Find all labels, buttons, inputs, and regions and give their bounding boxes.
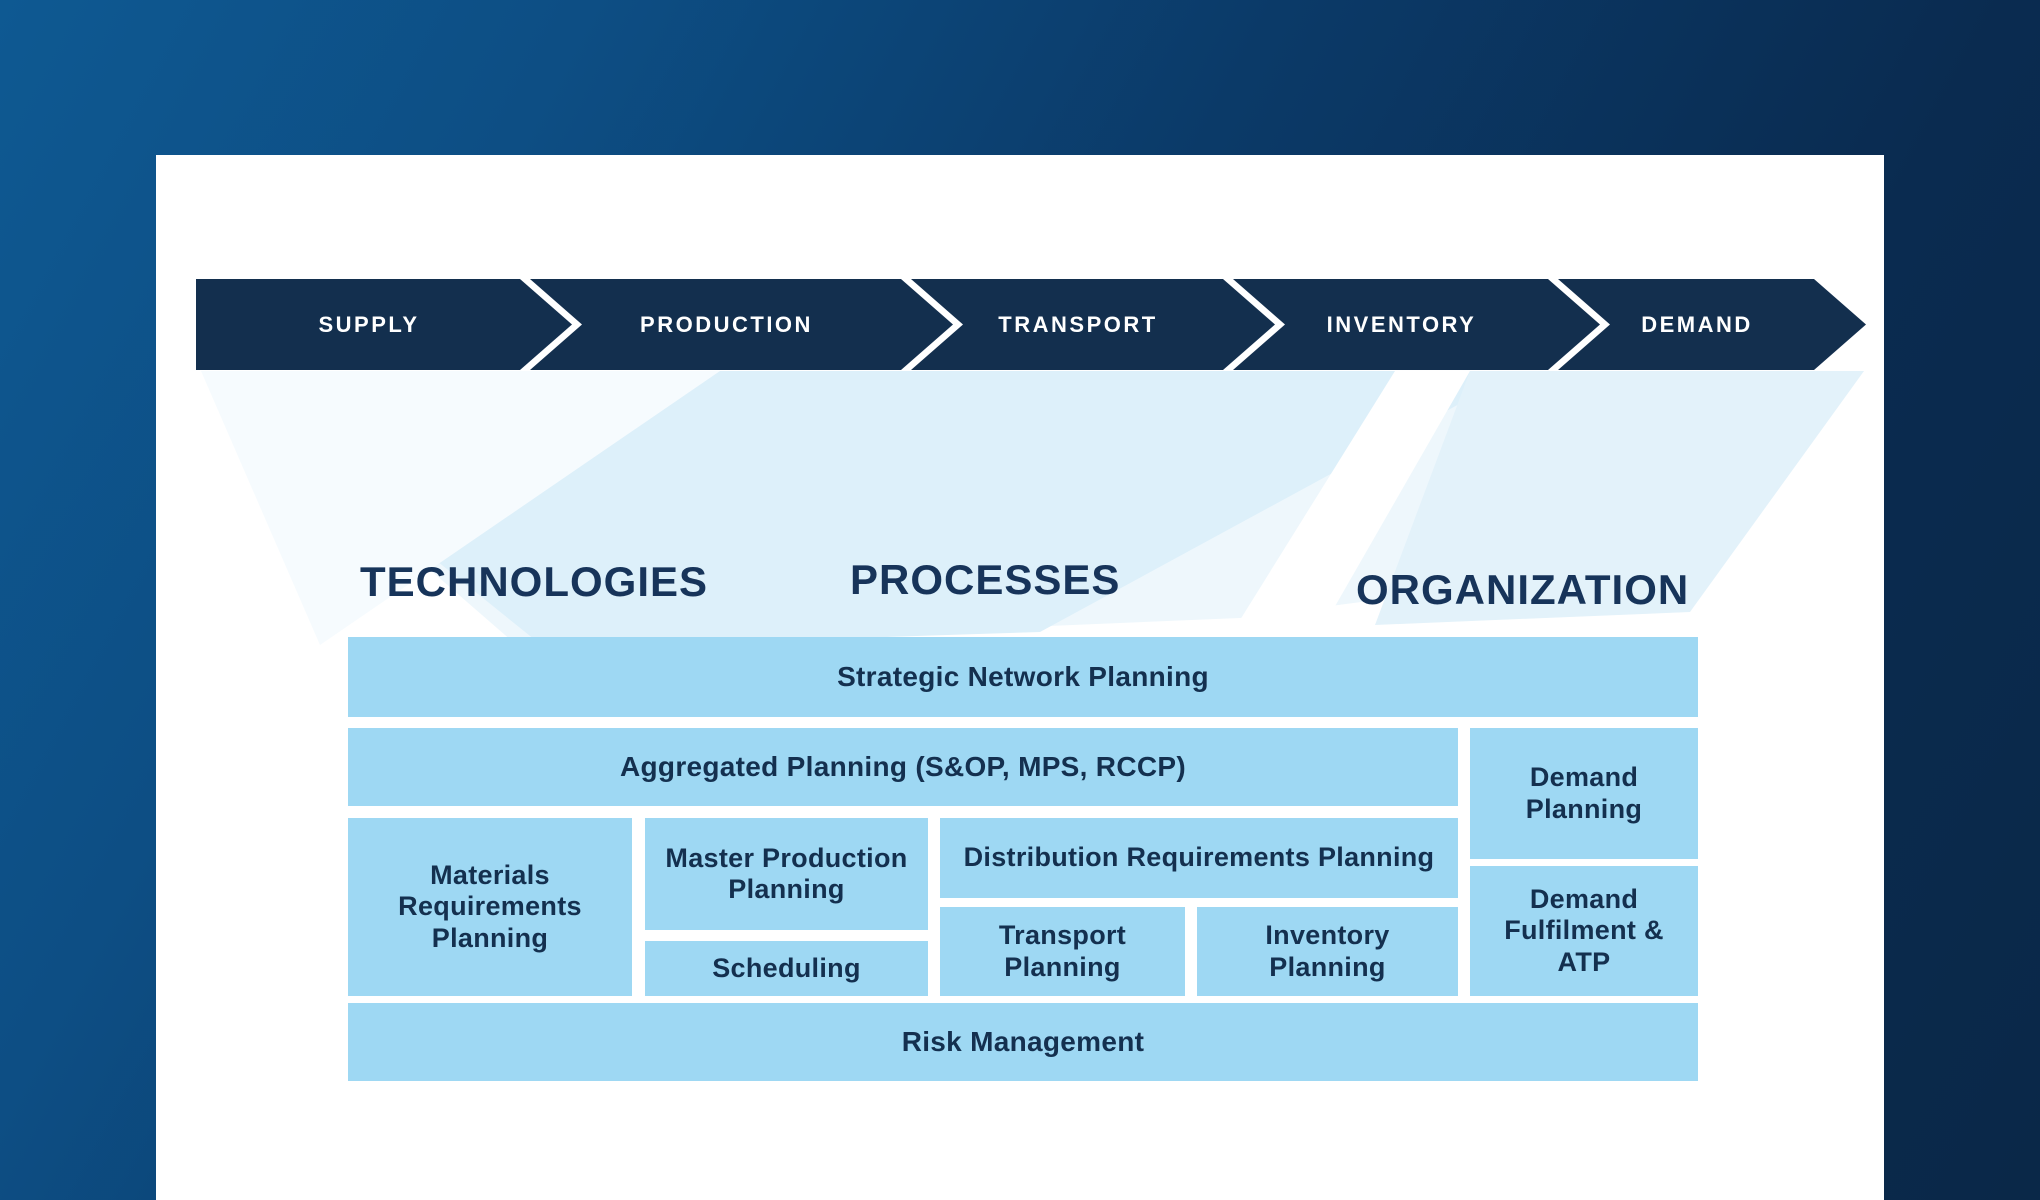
box-aggregated-planning: Aggregated Planning (S&OP, MPS, RCCP) — [348, 728, 1458, 806]
box-demand-planning: Demand Planning — [1470, 728, 1698, 859]
box-label: Master Production Planning — [665, 842, 908, 904]
stage-demand: DEMAND — [1558, 279, 1866, 370]
stage-label: DEMAND — [1641, 311, 1753, 337]
stage-label: TRANSPORT — [998, 311, 1158, 337]
box-label: Demand Fulfilment & ATP — [1504, 884, 1664, 977]
box-label: Demand Planning — [1525, 762, 1643, 824]
stage-label: PRODUCTION — [640, 311, 813, 337]
box-strategic-network-planning: Strategic Network Planning — [348, 637, 1698, 717]
box-label: Aggregated Planning (S&OP, MPS, RCCP) — [620, 750, 1186, 782]
pillar-processes: PROCESSES — [850, 556, 1121, 603]
box-label: Inventory Planning — [1265, 920, 1390, 982]
box-distribution-requirements-planning: Distribution Requirements Planning — [940, 818, 1458, 898]
planning-matrix: Strategic Network Planning Aggregated Pl… — [348, 637, 1698, 1081]
box-scheduling: Scheduling — [645, 941, 928, 996]
stage-production: PRODUCTION — [530, 279, 953, 370]
stage-transport: TRANSPORT — [911, 279, 1275, 370]
box-transport-planning: Transport Planning — [940, 907, 1185, 996]
box-label: Strategic Network Planning — [837, 660, 1209, 692]
pillar-organization: ORGANIZATION — [1356, 566, 1690, 613]
stage-label: INVENTORY — [1326, 311, 1477, 337]
stage-inventory: INVENTORY — [1233, 279, 1600, 370]
stage-supply: SUPPLY — [196, 279, 572, 370]
box-materials-requirements-planning: Materials Requirements Planning — [348, 818, 632, 996]
box-label: Transport Planning — [998, 920, 1127, 982]
box-inventory-planning: Inventory Planning — [1197, 907, 1458, 996]
box-risk-management: Risk Management — [348, 1003, 1698, 1081]
box-label: Distribution Requirements Planning — [963, 842, 1435, 873]
box-label: Risk Management — [901, 1025, 1145, 1057]
box-demand-fulfilment-atp: Demand Fulfilment & ATP — [1470, 866, 1698, 996]
box-label: Materials Requirements Planning — [398, 860, 582, 953]
box-label: Scheduling — [712, 952, 861, 983]
pillar-technologies: TECHNOLOGIES — [360, 558, 709, 605]
box-master-production-planning: Master Production Planning — [645, 818, 928, 930]
stage-label: SUPPLY — [318, 311, 420, 337]
